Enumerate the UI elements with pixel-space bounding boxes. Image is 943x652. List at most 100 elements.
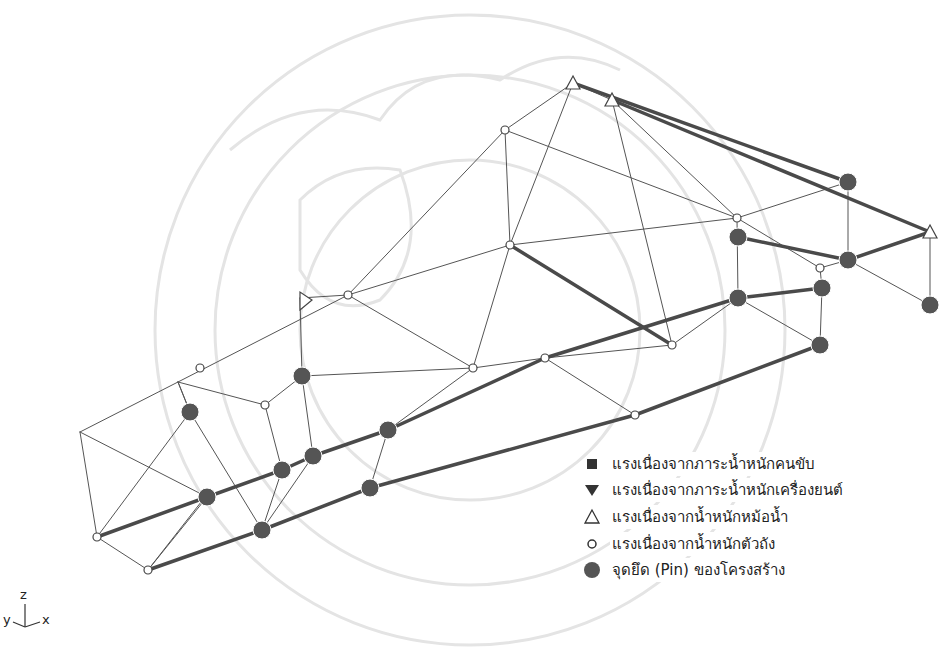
frame-member — [348, 295, 473, 368]
frame-member — [737, 182, 848, 218]
pin-mark — [181, 403, 199, 421]
main-member — [738, 237, 848, 260]
frame-member — [510, 83, 573, 245]
pin-mark — [921, 296, 939, 314]
main-member — [313, 430, 388, 456]
pin-symbol — [584, 562, 600, 578]
pin-mark — [361, 479, 379, 497]
body-load-mark — [506, 241, 514, 249]
frame-member — [848, 182, 849, 260]
frame-member — [505, 130, 510, 245]
frame-member — [348, 245, 510, 295]
body-load-mark — [144, 566, 152, 574]
legend-row: แรงเนื่องจากภาระน้ำหนักคนขับ — [582, 452, 817, 476]
body-load-mark — [261, 401, 269, 409]
body-load-mark — [733, 214, 741, 222]
pin-mark — [253, 521, 271, 539]
body-load-mark — [631, 411, 639, 419]
watermark-seal — [155, 15, 785, 645]
frame-member — [848, 260, 930, 305]
frame-member — [635, 345, 820, 415]
body-load-mark — [501, 126, 509, 134]
body-load-mark — [196, 364, 204, 372]
pin-mark — [839, 173, 857, 191]
pin-mark — [379, 421, 397, 439]
legend-text: แรงเนื่องจากน้ำหนักตัวถัง — [610, 532, 777, 556]
frame-member — [505, 83, 573, 130]
main-member — [635, 345, 820, 415]
main-member — [612, 100, 930, 232]
frame-member — [388, 368, 473, 430]
main-member — [573, 83, 848, 182]
body-load-mark — [469, 364, 477, 372]
pin-mark — [811, 336, 829, 354]
frame-member — [510, 218, 737, 245]
legend-text: จุดยึด (Pin) ของโครงสร้าง — [610, 558, 787, 582]
pin-mark — [273, 461, 291, 479]
frame-member — [738, 298, 820, 345]
pin-mark — [293, 367, 311, 385]
legend-text: แรงเนื่องจากภาระน้ำหนักคนขับ — [610, 452, 817, 476]
legend-symbol — [582, 507, 602, 527]
radiator-load-mark — [566, 76, 580, 89]
body-load-mark — [668, 341, 676, 349]
radiator-load-mark — [605, 93, 619, 106]
radiator-load-mark — [923, 225, 937, 238]
frame-member — [190, 412, 262, 530]
body-load-mark — [93, 533, 101, 541]
legend-symbol — [582, 534, 602, 554]
pin-mark — [813, 279, 831, 297]
main-member — [207, 470, 282, 497]
frame-member — [302, 368, 473, 376]
frame-member — [737, 218, 820, 268]
frame-member — [80, 432, 207, 497]
axis-label: y — [3, 612, 11, 627]
main-member — [97, 497, 207, 537]
legend-row: แรงเนื่องจากภาระน้ำหนักเครื่องยนต์ — [582, 478, 845, 502]
pin-mark — [304, 447, 322, 465]
main-member — [370, 415, 635, 488]
body-load-symbol — [588, 540, 596, 548]
frame-member — [265, 405, 282, 470]
frame-member — [97, 537, 148, 570]
axis-label: x — [42, 612, 50, 627]
engine-load-symbol — [585, 485, 599, 496]
frame-member — [80, 432, 97, 537]
frame-member — [672, 298, 738, 345]
body-load-mark — [816, 264, 824, 272]
frame-member — [302, 376, 313, 456]
frame-member — [930, 232, 931, 305]
axis-label: z — [20, 587, 27, 602]
main-member — [388, 358, 545, 430]
pin-mark — [839, 251, 857, 269]
legend-row: แรงเนื่องจากน้ำหนักตัวถัง — [582, 532, 777, 556]
main-member — [510, 245, 672, 345]
legend-symbol — [582, 560, 602, 580]
radiator-load-symbol — [585, 510, 599, 523]
legend-text: แรงเนื่องจากภาระน้ำหนักเครื่องยนต์ — [610, 478, 845, 502]
legend-row: จุดยึด (Pin) ของโครงสร้าง — [582, 558, 787, 582]
main-member — [262, 488, 370, 530]
main-member — [738, 288, 822, 298]
pin-mark — [729, 289, 747, 307]
main-member — [848, 232, 930, 260]
pin-mark — [198, 488, 216, 506]
body-load-mark — [344, 291, 352, 299]
frame-member — [505, 130, 737, 218]
frame-member — [80, 382, 178, 432]
legend-row: แรงเนื่องจากน้ำหนักหม้อน้ำ — [582, 505, 790, 529]
legend-text: แรงเนื่องจากน้ำหนักหม้อน้ำ — [610, 505, 790, 529]
main-member — [148, 530, 262, 570]
legend-symbol — [582, 454, 602, 474]
axis-triad — [13, 604, 40, 627]
frame-member — [545, 358, 635, 415]
marker-outline — [300, 292, 312, 310]
body-load-mark — [541, 354, 549, 362]
frame-member — [178, 382, 265, 405]
frame-member — [612, 100, 672, 345]
frame-member — [178, 295, 348, 382]
pin-mark — [729, 228, 747, 246]
frame-member — [473, 245, 510, 368]
legend-symbol — [582, 480, 602, 500]
